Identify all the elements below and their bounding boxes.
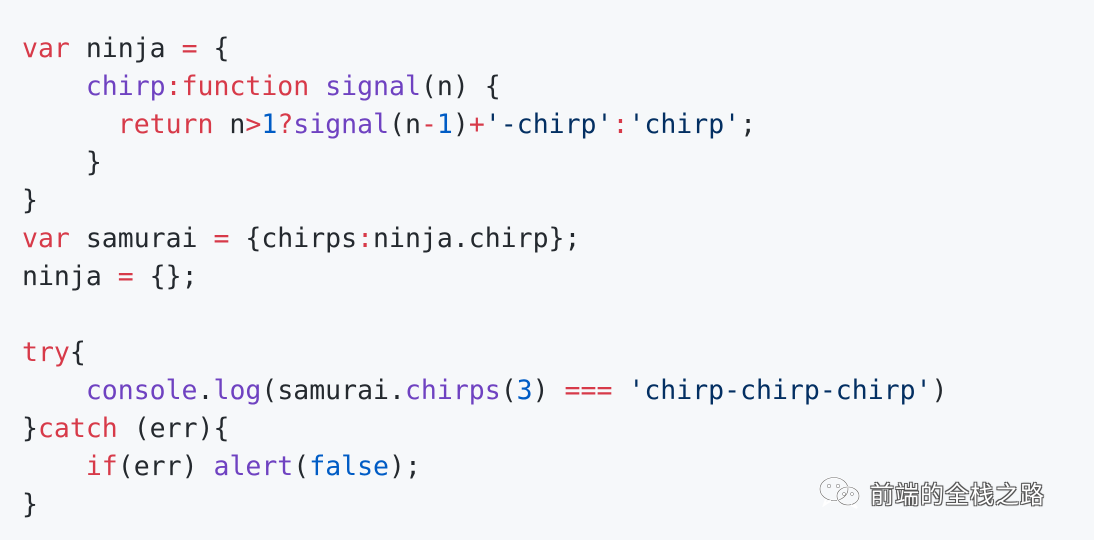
code-line: ninja = {}; — [22, 258, 948, 296]
code-token: ) — [452, 109, 469, 140]
code-token: = — [117, 261, 134, 292]
code-token: signal — [325, 71, 421, 102]
code-token: catch — [37, 413, 118, 444]
code-token: {}; — [133, 261, 198, 292]
code-token: ninja — [22, 261, 118, 292]
code-line: if(err) alert(false); — [22, 448, 948, 486]
code-token: ; — [740, 109, 757, 140]
code-token: > — [245, 109, 262, 140]
code-token: 'chirp' — [628, 109, 741, 140]
watermark: 前端的全栈之路 — [818, 472, 1045, 512]
code-line: }catch (err){ — [22, 410, 948, 448]
code-token: ninja — [69, 33, 182, 64]
code-token: ( — [500, 375, 517, 406]
code-token: } — [22, 185, 38, 216]
code-token: log — [213, 375, 262, 406]
code-token: alert — [213, 451, 294, 482]
code-token — [22, 109, 118, 140]
code-token: chirp — [85, 71, 166, 102]
code-token: (err){ — [117, 413, 230, 444]
code-token: 3 — [516, 375, 533, 406]
code-token: signal — [293, 109, 390, 140]
code-token: } — [22, 147, 102, 178]
code-token — [612, 375, 628, 406]
code-token: false — [309, 451, 390, 482]
code-token: : — [165, 71, 182, 102]
code-token: } — [22, 413, 38, 444]
code-line: } — [22, 144, 948, 182]
code-token: ); — [389, 451, 421, 482]
code-token — [309, 71, 325, 102]
code-token: } — [22, 489, 38, 520]
code-token — [22, 375, 86, 406]
code-token: = — [213, 223, 230, 254]
code-token: ) — [931, 375, 948, 406]
code-token: '-chirp' — [484, 109, 613, 140]
code-token: console — [85, 375, 198, 406]
code-token: (err) — [117, 451, 214, 482]
code-line: return n>1?signal(n-1)+'-chirp':'chirp'; — [22, 106, 948, 144]
code-token: n — [213, 109, 246, 140]
code-token: 'chirp-chirp-chirp' — [628, 375, 932, 406]
code-line: } — [22, 486, 948, 524]
code-token: return — [117, 109, 214, 140]
code-token — [22, 451, 86, 482]
code-token — [22, 71, 86, 102]
code-token: 1 — [436, 109, 453, 140]
code-token: function — [181, 71, 310, 102]
code-token: 1 — [261, 109, 278, 140]
code-token: : — [357, 223, 374, 254]
code-token: === — [564, 375, 613, 406]
code-token: try — [22, 337, 70, 368]
code-token: { — [197, 33, 230, 64]
code-line: } — [22, 182, 948, 220]
code-token: chirps — [404, 375, 501, 406]
code-line: chirp:function signal(n) { — [22, 68, 948, 106]
code-line — [22, 296, 948, 334]
code-token: (n) { — [420, 71, 501, 102]
code-token: ( — [293, 451, 310, 482]
code-token: (n — [389, 109, 421, 140]
code-token: : — [612, 109, 629, 140]
code-token: var — [22, 223, 70, 254]
watermark-text: 前端的全栈之路 — [870, 480, 1045, 509]
code-token: {chirps — [229, 223, 358, 254]
code-token: + — [468, 109, 485, 140]
code-line: var ninja = { — [22, 30, 948, 68]
code-token: samurai — [69, 223, 214, 254]
code-line: console.log(samurai.chirps(3) === 'chirp… — [22, 372, 948, 410]
code-block: var ninja = { chirp:function signal(n) {… — [22, 30, 948, 524]
code-token: ? — [277, 109, 294, 140]
wechat-icon — [819, 476, 860, 509]
code-token: if — [85, 451, 118, 482]
code-token: ninja.chirp}; — [373, 223, 581, 254]
code-line: try{ — [22, 334, 948, 372]
code-token: var — [22, 33, 70, 64]
code-token: (samurai. — [261, 375, 405, 406]
code-token: . — [197, 375, 214, 406]
code-line: var samurai = {chirps:ninja.chirp}; — [22, 220, 948, 258]
code-token: = — [181, 33, 198, 64]
code-token: { — [69, 337, 86, 368]
code-token: ) — [532, 375, 565, 406]
code-token: - — [420, 109, 437, 140]
